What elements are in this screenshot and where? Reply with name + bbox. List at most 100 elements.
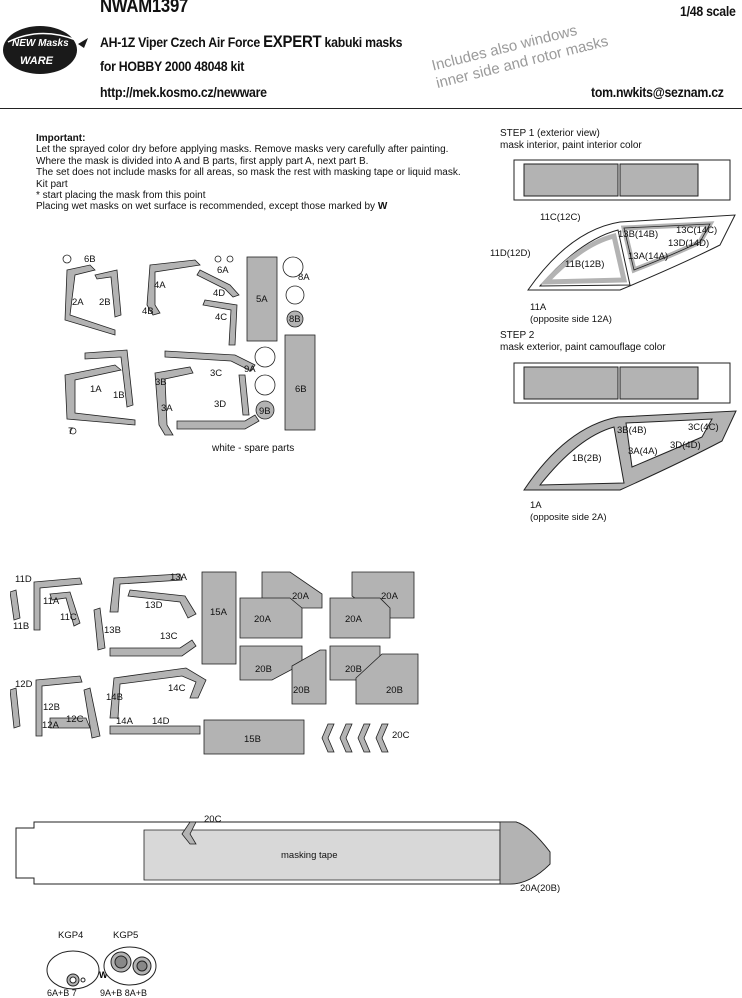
s1-13d: 13D(14D) (668, 238, 710, 249)
step2-line2: mask exterior, paint camouflage color (500, 342, 666, 353)
instr-line-5: Placing wet masks on wet surface is reco… (36, 201, 376, 213)
sheet1-masks (62, 254, 316, 436)
sh1-1a: 1A (90, 384, 102, 395)
s2-1a: 1A (530, 500, 542, 511)
step1-mask-15b (523, 163, 619, 197)
kgp-parts: W (46, 946, 157, 990)
sh2-11c: 11C (60, 612, 77, 623)
scale-label: 1/48 scale (680, 3, 736, 19)
kgp5-parts: 9A+B 8A+B (100, 988, 148, 998)
step1-heading: STEP 1 (exterior view) mask interior, pa… (500, 128, 642, 152)
spare-parts-note: white - spare parts (212, 443, 295, 454)
s1-opposite: (opposite side 12A) (530, 314, 612, 325)
instr-line-0: Let the sprayed color dry before applyin… (36, 144, 449, 156)
step2-mask-5a (619, 366, 699, 400)
sh1-4d: 4D (213, 288, 226, 299)
sh1-4b: 4B (142, 306, 154, 317)
sh2-20b-3: 20B (345, 664, 362, 675)
sh2-14c: 14C (168, 683, 186, 694)
sh2-14a: 14A (116, 716, 133, 727)
s2-3c: 3C(4C) (688, 422, 719, 433)
sh2-20a-2: 20A (254, 614, 271, 625)
includes-stamp: Includes also windows inner side and rot… (430, 15, 610, 93)
title-prefix: AH-1Z Viper Czech Air Force (100, 34, 260, 50)
sh2-15a: 15A (210, 607, 227, 618)
rotor-20a: 20A(20B) (520, 883, 561, 894)
sh2-11b: 11B (13, 621, 30, 632)
s1-11b: 11B(12B) (565, 259, 605, 270)
sh2-13c: 13C (160, 631, 178, 642)
sh2-11a: 11A (43, 596, 60, 607)
s1-11c: 11C(12C) (540, 212, 581, 223)
s2-1b: 1B(2B) (572, 453, 602, 464)
product-code: NWAM1397 (100, 0, 189, 17)
step1-line2: mask interior, paint interior color (500, 140, 642, 151)
url-link[interactable]: http://mek.kosmo.cz/newware (100, 84, 267, 100)
sh1-2a: 2A (72, 297, 84, 308)
sh2-12c: 12C (66, 714, 84, 725)
s2-3a: 3A(4A) (628, 446, 658, 457)
sh2-13a: 13A (170, 572, 187, 583)
sh1-4a: 4A (154, 280, 166, 291)
sh2-12b: 12B (43, 702, 60, 713)
sh1-3d: 3D (214, 399, 227, 410)
sh2-11d: 11D (15, 574, 32, 585)
sh1-9b: 9B (259, 406, 271, 417)
logo-text-1: NEW Masks (12, 38, 69, 49)
kgp4-label: KGP4 (58, 930, 84, 941)
sh1-8b: 8B (289, 314, 301, 325)
sh1-9a: 9A (244, 364, 256, 375)
sh1-7: 7 (68, 426, 74, 437)
newware-logo: NEW Masks WARE (0, 18, 90, 80)
sh2-20a-3: 20A (381, 591, 398, 602)
sh2-12d: 12D (15, 679, 33, 690)
sh2-20c: 20C (392, 730, 410, 741)
wet-icon-2: W (99, 970, 108, 980)
rotor-diagram (15, 821, 551, 885)
title-expert: EXPERT (263, 32, 322, 51)
s1-13c: 13C(14C) (676, 225, 718, 236)
step2-line1: STEP 2 (500, 330, 535, 341)
step2-diagram (513, 362, 737, 491)
step2-mask-5b (523, 366, 619, 400)
sh2-20b-2: 20B (293, 685, 310, 696)
sh1-3b: 3B (155, 377, 167, 388)
kgp5-label: KGP5 (113, 930, 139, 941)
instr-line-1: Where the mask is divided into A and B p… (36, 155, 369, 167)
header-divider (0, 108, 742, 109)
sh2-20b-1: 20B (255, 664, 272, 675)
sh2-20b-4: 20B (386, 685, 403, 696)
step1-mask-15a (619, 163, 699, 197)
rotor-20c: 20C (204, 814, 222, 825)
sh1-8a: 8A (298, 272, 310, 283)
sh2-13d: 13D (145, 600, 163, 611)
sh2-13b: 13B (104, 625, 121, 636)
s1-13a: 13A(14A) (628, 251, 669, 262)
instructions: Important: Let the sprayed color dry bef… (36, 133, 461, 213)
sh2-14b: 14B (106, 692, 123, 703)
s2-opposite: (opposite side 2A) (530, 512, 607, 523)
sh2-14d: 14D (152, 716, 170, 727)
sh1-4c: 4C (215, 312, 228, 323)
s2-3b: 3B(4B) (617, 425, 647, 436)
s1-13b: 13B(14B) (618, 229, 659, 240)
sh1-6b: 6B (84, 254, 96, 265)
email-link[interactable]: tom.nwkits@seznam.cz (591, 84, 724, 100)
sh1-1b: 1B (113, 390, 125, 401)
sh1-6a: 6A (217, 265, 229, 276)
title: AH-1Z Viper Czech Air Force EXPERT kabuk… (100, 32, 402, 52)
sh1-3c: 3C (210, 368, 223, 379)
masking-tape-label: masking tape (281, 850, 338, 861)
logo-text-2: WARE (20, 55, 54, 67)
sh1-3a: 3A (161, 403, 173, 414)
step1-line1: STEP 1 (exterior view) (500, 128, 600, 139)
sh2-12a: 12A (42, 720, 59, 731)
sh1-5a: 5A (256, 294, 268, 305)
s1-11a: 11A (530, 302, 547, 313)
instr-line-3: Kit part (36, 178, 68, 190)
instructions-heading: Important: (36, 133, 86, 144)
title-suffix: kabuki masks (324, 34, 403, 50)
kgp4-parts: 6A+B 7 (47, 988, 77, 998)
instr-line-4: * start placing the mask from this point (36, 190, 206, 202)
sh2-20a-1: 20A (292, 591, 309, 602)
